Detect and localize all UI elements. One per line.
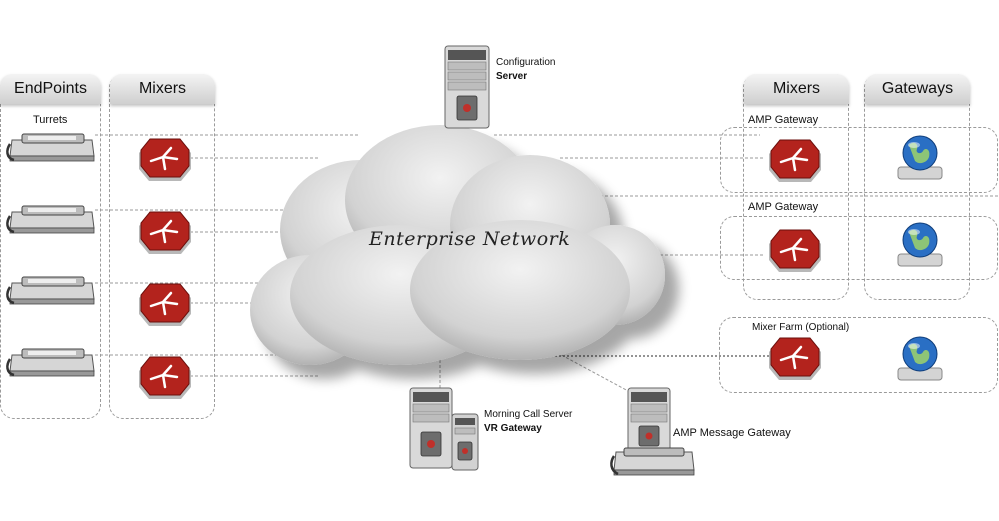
configuration-server-line1: Configuration bbox=[496, 57, 556, 68]
mixer-farm-label: Mixer Farm (Optional) bbox=[752, 322, 850, 333]
turret-phone-icon bbox=[6, 133, 95, 162]
turrets-label: Turrets bbox=[33, 114, 68, 126]
amp-gateway-row-2 bbox=[720, 216, 998, 280]
amp-gateway-row-1 bbox=[720, 127, 998, 193]
morning-call-server-icon bbox=[409, 387, 479, 471]
amp-message-gateway-label: AMP Message Gateway bbox=[673, 427, 791, 439]
mixer-icon bbox=[139, 356, 191, 399]
mixer-icon bbox=[139, 211, 191, 254]
gateway-globe-icon bbox=[897, 222, 943, 267]
enterprise-network-cloud bbox=[250, 125, 665, 365]
mixer-icon bbox=[769, 337, 821, 380]
endpoints-header: EndPoints bbox=[0, 74, 101, 104]
right-mixers-header: Mixers bbox=[744, 74, 849, 104]
configuration-server-icon bbox=[444, 45, 490, 129]
configuration-server-line2: Server bbox=[496, 71, 528, 82]
configuration-server-label: Configuration Server bbox=[496, 56, 555, 84]
turret-phone-icon bbox=[6, 205, 95, 234]
mixer-icon bbox=[139, 283, 191, 326]
mixer-farm-group bbox=[719, 317, 998, 393]
turret-phone-icon bbox=[6, 276, 95, 305]
mixer-icon bbox=[139, 138, 191, 181]
gateways-header: Gateways bbox=[865, 74, 970, 104]
mixer-icon bbox=[769, 139, 821, 182]
gateway-globe-icon bbox=[897, 336, 943, 381]
morning-call-server-label: Morning Call Server VR Gateway bbox=[484, 408, 572, 436]
amp-gateway-label-2: AMP Gateway bbox=[748, 201, 819, 213]
mixer-icon bbox=[769, 229, 821, 272]
left-mixers-header: Mixers bbox=[110, 74, 215, 104]
enterprise-network-label: Enterprise Network bbox=[369, 228, 571, 250]
gateway-globe-icon bbox=[897, 135, 943, 180]
turret-phone-icon bbox=[6, 348, 95, 377]
morning-call-line2: VR Gateway bbox=[484, 423, 542, 434]
amp-message-gateway-icon bbox=[610, 387, 695, 476]
amp-gateway-label-1: AMP Gateway bbox=[748, 114, 819, 126]
morning-call-line1: Morning Call Server bbox=[484, 409, 573, 420]
